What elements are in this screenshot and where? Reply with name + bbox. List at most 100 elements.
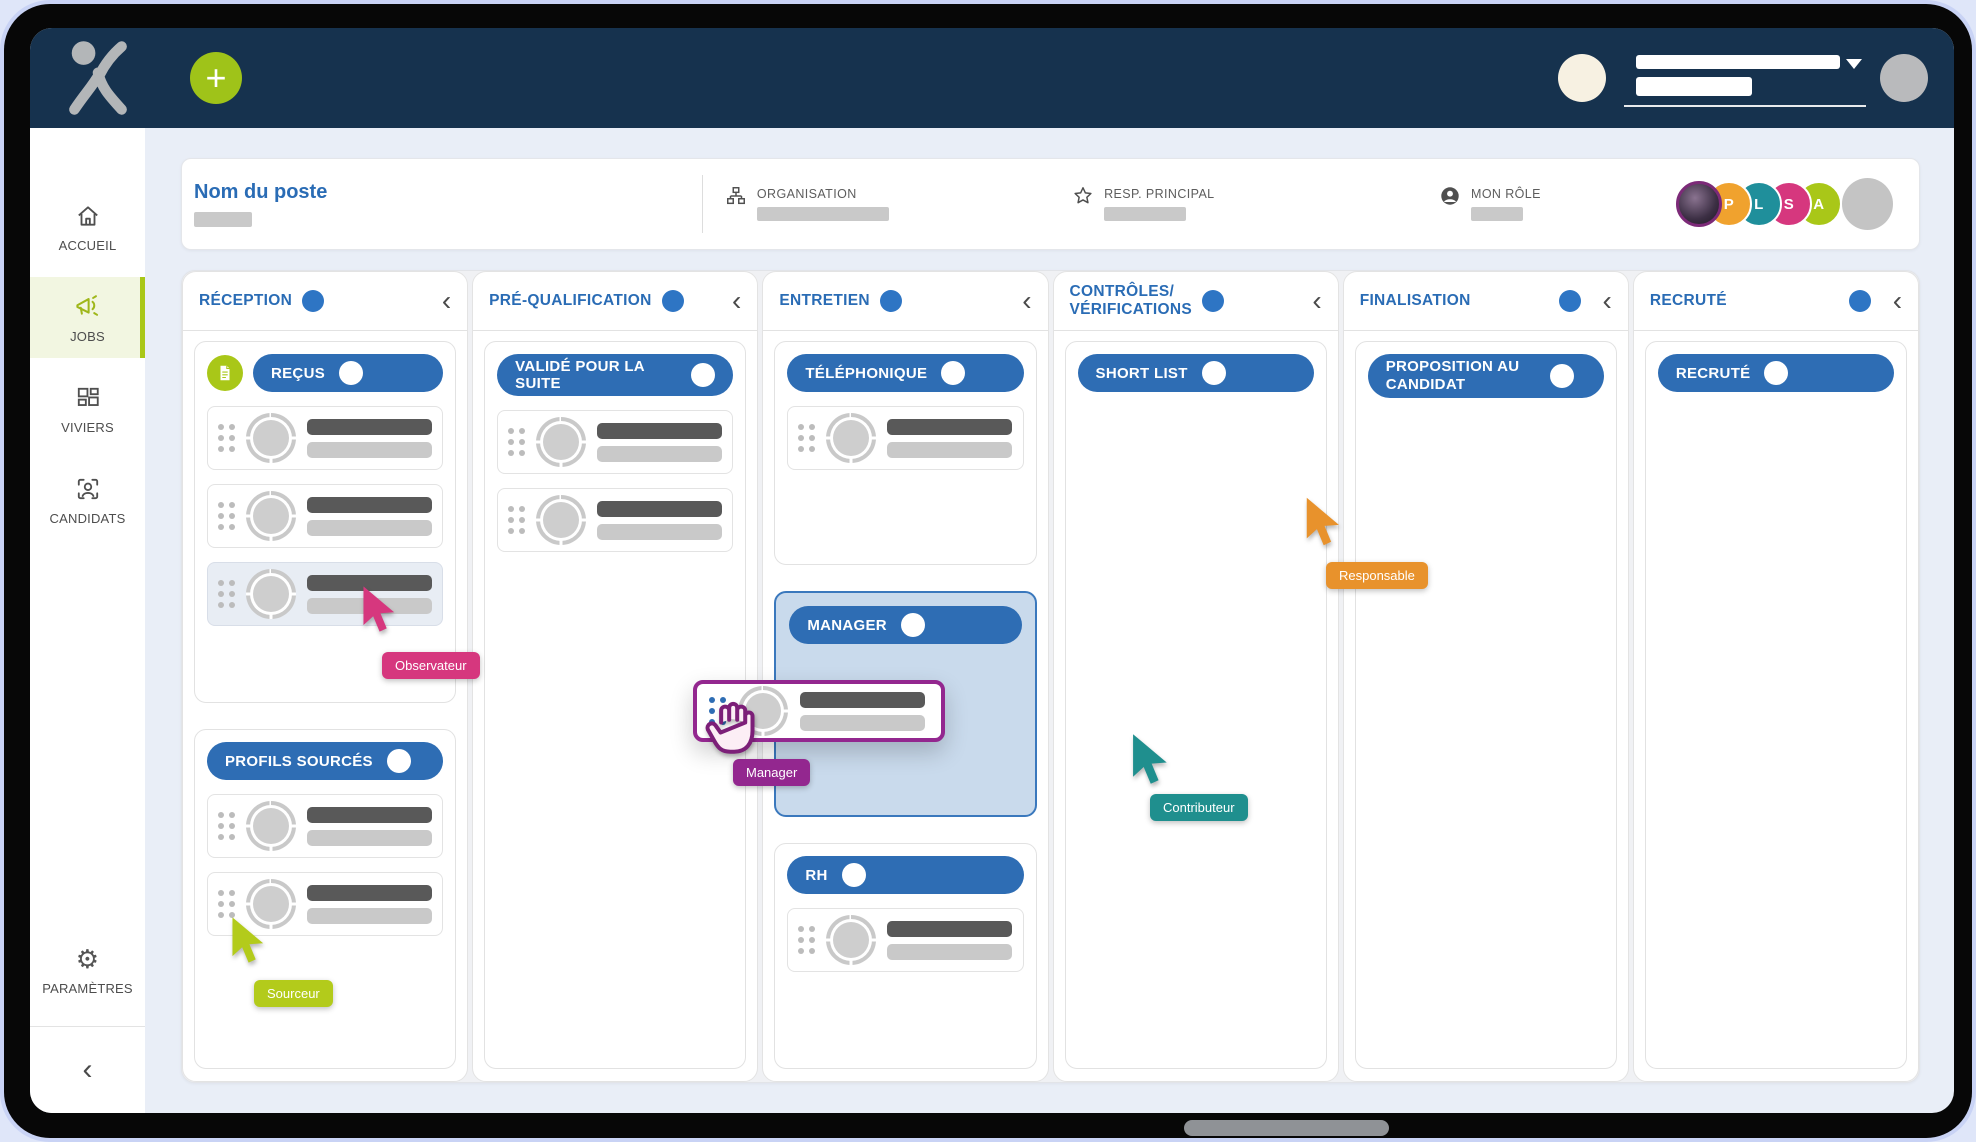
- sidebar-item-parametres[interactable]: ⚙ PARAMÈTRES: [30, 929, 145, 1010]
- step-label: VALIDÉ POUR LA SUITE: [515, 358, 645, 392]
- group-recus: REÇUS: [194, 341, 457, 703]
- group-proposition-candidat: PROPOSITION AU CANDIDAT: [1354, 341, 1617, 1069]
- collapse-column-icon[interactable]: ‹: [1022, 285, 1032, 316]
- step-pill-valide[interactable]: VALIDÉ POUR LA SUITE: [497, 354, 734, 396]
- org-chart-icon: [725, 185, 747, 207]
- candidate-avatar: [246, 801, 296, 851]
- user-avatar[interactable]: [1880, 54, 1928, 102]
- drag-handle-icon[interactable]: [218, 812, 235, 840]
- column-body: PROPOSITION AU CANDIDAT: [1344, 331, 1628, 1081]
- step-toggle[interactable]: [941, 361, 966, 385]
- group-profils-sources: PROFILS SOURCÉS: [194, 729, 457, 1069]
- person-circle-icon: [1439, 185, 1461, 207]
- column-title: PRÉ-QUALIFICATION: [489, 292, 652, 310]
- step-toggle[interactable]: [841, 863, 866, 887]
- count-badge: [1558, 290, 1581, 312]
- column-header: PRÉ-QUALIFICATION ‹: [473, 272, 758, 331]
- cursor-observateur: [357, 583, 399, 640]
- step-label: MANAGER: [807, 616, 887, 634]
- job-title-block: Nom du poste: [194, 181, 702, 227]
- candidate-card[interactable]: [497, 410, 734, 474]
- step-pill-telephonique[interactable]: TÉLÉPHONIQUE: [787, 354, 1024, 392]
- account-name-placeholder: [1636, 55, 1840, 69]
- step-toggle[interactable]: [900, 613, 925, 637]
- collapse-column-icon[interactable]: ‹: [1602, 285, 1612, 316]
- drag-handle-icon[interactable]: [218, 424, 235, 452]
- sidebar-item-candidats[interactable]: CANDIDATS: [30, 459, 145, 540]
- step-toggle[interactable]: [1764, 361, 1789, 385]
- candidate-card[interactable]: [787, 908, 1024, 972]
- step-pill-recus[interactable]: REÇUS: [253, 354, 444, 392]
- candidate-card-selected[interactable]: [207, 562, 444, 626]
- role-tag-sourceur: Sourceur: [254, 980, 333, 1007]
- account-underline: [1624, 105, 1866, 107]
- extra-avatar[interactable]: [1841, 178, 1893, 230]
- job-title-placeholder: [194, 212, 252, 227]
- gear-icon: ⚙: [75, 944, 100, 974]
- step-pill-proposition[interactable]: PROPOSITION AU CANDIDAT: [1367, 354, 1604, 398]
- sidebar-item-accueil[interactable]: ACCUEIL: [30, 186, 145, 267]
- drag-handle-icon[interactable]: [218, 502, 235, 530]
- job-header-card: Nom du poste ORGANISATION: [181, 158, 1920, 250]
- drag-handle-icon[interactable]: [218, 580, 235, 608]
- candidate-card[interactable]: [497, 488, 734, 552]
- step-toggle[interactable]: [691, 363, 716, 387]
- candidate-card[interactable]: [787, 406, 1024, 470]
- candidate-avatar: [246, 879, 296, 929]
- count-badge: [302, 290, 325, 312]
- collapse-column-icon[interactable]: ‹: [1892, 285, 1903, 316]
- column-header: CONTRÔLES/ VÉRIFICATIONS ‹: [1053, 272, 1338, 331]
- column-body: REÇUS: [183, 331, 467, 1081]
- column-title: FINALISATION: [1359, 292, 1471, 310]
- collapse-column-icon[interactable]: ‹: [441, 285, 452, 316]
- collapse-column-icon[interactable]: ‹: [732, 285, 742, 316]
- step-toggle[interactable]: [1201, 361, 1226, 385]
- home-indicator: [1184, 1120, 1389, 1136]
- drag-handle-icon[interactable]: [798, 926, 816, 954]
- sidebar-item-jobs[interactable]: JOBS: [30, 277, 145, 358]
- column-controles-verifications: CONTRÔLES/ VÉRIFICATIONS ‹ SHORT LIST: [1052, 271, 1339, 1082]
- step-pill-rh[interactable]: RH: [787, 856, 1024, 894]
- step-toggle[interactable]: [339, 361, 364, 385]
- candidate-card[interactable]: [207, 406, 444, 470]
- step-pill-recrute[interactable]: RECRUTÉ: [1657, 354, 1895, 392]
- column-header: RECRUTÉ ‹: [1633, 272, 1919, 331]
- candidate-avatar: [246, 569, 296, 619]
- step-label: SHORT LIST: [1095, 364, 1188, 382]
- group-recrute: RECRUTÉ: [1644, 341, 1908, 1069]
- resp-principal-placeholder: [1104, 207, 1187, 221]
- create-button[interactable]: +: [190, 52, 242, 104]
- drag-handle-icon[interactable]: [508, 428, 526, 456]
- candidate-card[interactable]: [207, 872, 444, 936]
- collapse-column-icon[interactable]: ‹: [1312, 285, 1322, 316]
- count-badge: [1201, 290, 1224, 312]
- sidebar-label: JOBS: [70, 329, 105, 344]
- step-pill-profils-sources[interactable]: PROFILS SOURCÉS: [207, 742, 444, 780]
- candidate-card[interactable]: [207, 794, 444, 858]
- company-avatar[interactable]: [1558, 54, 1606, 102]
- step-toggle[interactable]: [1549, 364, 1574, 388]
- candidate-card[interactable]: [207, 484, 444, 548]
- role-tag-contributeur: Contributeur: [1150, 794, 1248, 821]
- role-tag-observateur: Observateur: [382, 652, 480, 679]
- column-title: RÉCEPTION: [199, 292, 293, 310]
- pill-row: REÇUS: [207, 354, 444, 392]
- brand-person-logo[interactable]: [56, 36, 140, 120]
- sidebar-item-viviers[interactable]: VIVIERS: [30, 368, 145, 449]
- step-pill-short-list[interactable]: SHORT LIST: [1077, 354, 1314, 392]
- column-title: CONTRÔLES/ VÉRIFICATIONS: [1069, 283, 1192, 318]
- step-toggle[interactable]: [386, 749, 411, 773]
- drag-handle-icon[interactable]: [798, 424, 816, 452]
- account-selector[interactable]: [1624, 49, 1866, 107]
- sidebar-label: CANDIDATS: [49, 511, 126, 526]
- team-avatar-stack[interactable]: P L S A: [1675, 181, 1842, 227]
- step-label: REÇUS: [271, 364, 326, 382]
- sidebar-collapse-button[interactable]: ‹: [82, 1053, 93, 1086]
- candidate-avatar: [246, 491, 296, 541]
- resp-principal-field: RESP. PRINCIPAL: [1072, 187, 1439, 221]
- drag-handle-icon[interactable]: [508, 506, 526, 534]
- step-pill-manager[interactable]: MANAGER: [789, 606, 1022, 644]
- step-label: RH: [805, 866, 828, 884]
- top-navbar: +: [30, 28, 1954, 128]
- drag-handle-icon[interactable]: [218, 890, 235, 918]
